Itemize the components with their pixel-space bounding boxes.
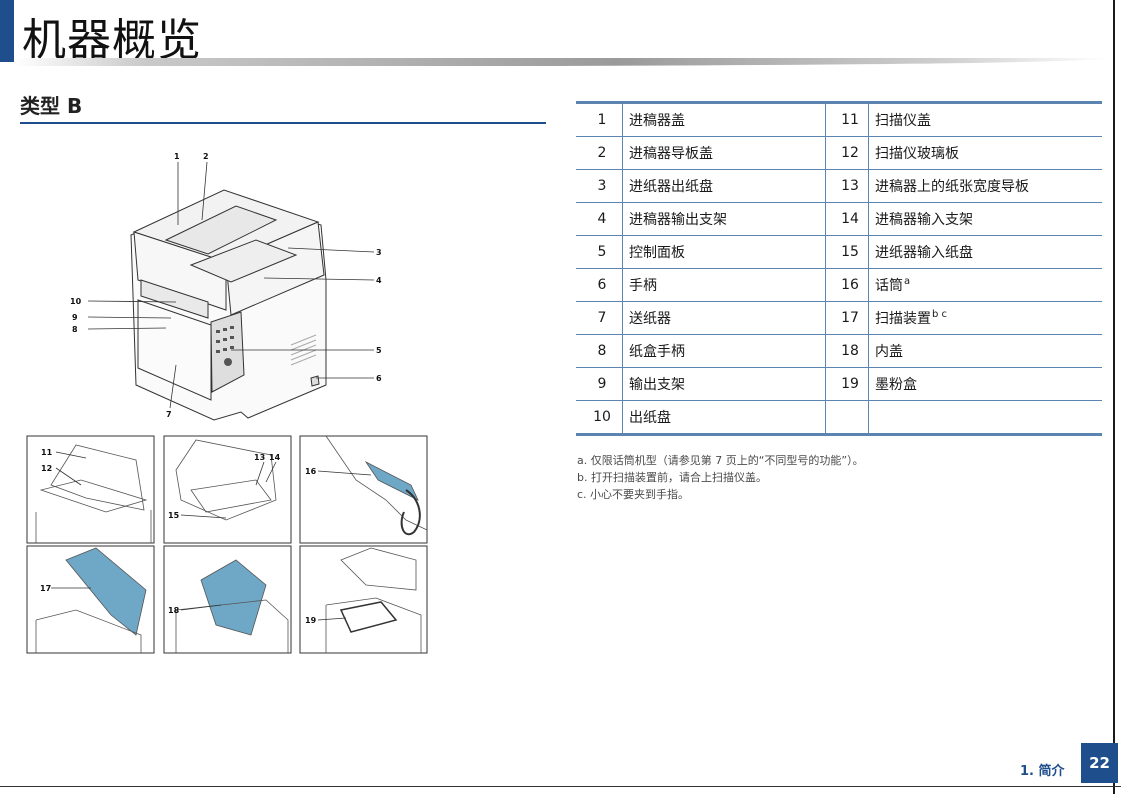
table-row: 10 出纸盘 (576, 400, 1103, 435)
part-number: 15 (825, 235, 869, 269)
callout-11: 11 (41, 448, 53, 457)
part-label: 控制面板 (622, 235, 826, 269)
part-number: 3 (576, 169, 623, 203)
table-row: 2 进稿器导板盖 12 扫描仪玻璃板 (576, 136, 1102, 170)
part-number: 7 (576, 301, 623, 335)
part-number: 8 (576, 334, 623, 368)
page-number: 22 (1081, 743, 1118, 783)
table-row: 4 进稿器输出支架 14 进稿器输入支架 (576, 202, 1102, 236)
part-label: 内盖 (875, 344, 903, 360)
part-number: 6 (576, 268, 623, 302)
table-row: 8 纸盒手柄 18 内盖 (576, 334, 1102, 368)
part-label (869, 401, 1103, 435)
part-number: 14 (825, 202, 869, 236)
callout-3: 3 (376, 248, 382, 257)
part-number: 5 (576, 235, 623, 269)
part-number: 1 (576, 102, 623, 137)
table-row: 9 输出支架 19 墨粉盒 (576, 367, 1102, 401)
part-label: 出纸盘 (622, 400, 826, 435)
callout-16: 16 (305, 467, 317, 476)
callout-6: 6 (376, 374, 382, 383)
table-row: 5 控制面板 15 进纸器输入纸盘 (576, 235, 1102, 269)
table-row: 7 送纸器 17 扫描装置b c (576, 301, 1103, 335)
callout-5: 5 (376, 346, 382, 355)
part-label: 进稿器输出支架 (622, 202, 826, 236)
part-number: 4 (576, 202, 623, 236)
detail-panel-adf-open (163, 435, 292, 544)
callout-19: 19 (305, 616, 317, 625)
callout-17: 17 (40, 584, 51, 593)
parts-table: 1 进稿器盖 11 扫描仪盖 2 进稿器导板盖 12 扫描仪玻璃板 3 进纸器出… (576, 101, 1102, 436)
callout-14: 14 (269, 453, 281, 462)
callout-8: 8 (72, 325, 78, 334)
part-label: 墨粉盒 (875, 377, 917, 393)
page-title: 机器概览 (22, 15, 202, 66)
footnotes: a. 仅限话筒机型（请参见第 7 页上的“不同型号的功能”）。 b. 打开扫描装… (577, 452, 864, 503)
section-title: 类型 B (20, 94, 83, 118)
part-label: 扫描仪盖 (875, 113, 931, 129)
callout-10: 10 (70, 297, 82, 306)
footnote-c: c. 小心不要夹到手指。 (577, 488, 690, 501)
part-label: 进稿器上的纸张宽度导板 (875, 179, 1029, 195)
part-label: 扫描仪玻璃板 (875, 146, 959, 162)
callout-13: 13 (254, 453, 265, 462)
bottom-rule (0, 786, 1121, 787)
part-number: 10 (576, 400, 623, 435)
part-label: 手柄 (622, 268, 826, 302)
callout-4: 4 (376, 276, 382, 285)
part-label: 送纸器 (622, 301, 826, 335)
callout-2: 2 (203, 152, 209, 161)
part-label: 进纸器出纸盘 (622, 169, 826, 203)
part-label: 进稿器盖 (622, 102, 826, 137)
part-number: 11 (825, 102, 869, 137)
title-divider (14, 58, 1110, 66)
callout-1: 1 (174, 152, 180, 161)
part-label-with-note: 扫描装置b c (869, 302, 1103, 335)
part-label: 纸盒手柄 (622, 334, 826, 368)
part-label: 进纸器输入纸盘 (875, 245, 973, 261)
callout-12: 12 (41, 464, 52, 473)
page-right-border (1113, 0, 1115, 794)
part-label: 进稿器输入支架 (875, 212, 973, 228)
footnote-marker: a (904, 276, 911, 288)
title-accent-bar (0, 0, 14, 62)
part-number: 17 (825, 301, 869, 335)
part-number: 16 (825, 268, 869, 302)
table-row: 6 手柄 16 话筒a (576, 268, 1103, 302)
machine-overview-illustration: 1 2 3 4 10 9 8 5 6 7 (26, 152, 428, 654)
table-row: 3 进纸器出纸盘 13 进稿器上的纸张宽度导板 (576, 169, 1102, 203)
part-label: 话筒 (875, 278, 903, 294)
detail-panel-scanner-glass (26, 435, 155, 544)
callout-9: 9 (72, 313, 78, 322)
part-label: 扫描装置 (875, 311, 931, 327)
detail-panel-inner-cover (163, 545, 292, 654)
part-number: 13 (825, 169, 869, 203)
part-number (825, 400, 869, 435)
part-number: 18 (825, 334, 869, 368)
part-number: 9 (576, 367, 623, 401)
part-number: 19 (825, 367, 869, 401)
footnote-marker: b c (932, 309, 948, 321)
footnote-a: a. 仅限话筒机型（请参见第 7 页上的“不同型号的功能”）。 (577, 454, 864, 467)
callout-7: 7 (166, 410, 172, 419)
table-row: 1 进稿器盖 11 扫描仪盖 (576, 102, 1102, 137)
section-divider (20, 122, 546, 124)
footer-section-link[interactable]: 1. 简介 (1020, 764, 1065, 779)
callout-18: 18 (168, 606, 180, 615)
part-label: 输出支架 (622, 367, 826, 401)
part-label: 进稿器导板盖 (622, 136, 826, 170)
part-label-with-note: 话筒a (869, 269, 1103, 302)
part-number: 2 (576, 136, 623, 170)
footnote-b: b. 打开扫描装置前，请合上扫描仪盖。 (577, 471, 767, 484)
callout-15: 15 (168, 511, 180, 520)
part-number: 12 (825, 136, 869, 170)
